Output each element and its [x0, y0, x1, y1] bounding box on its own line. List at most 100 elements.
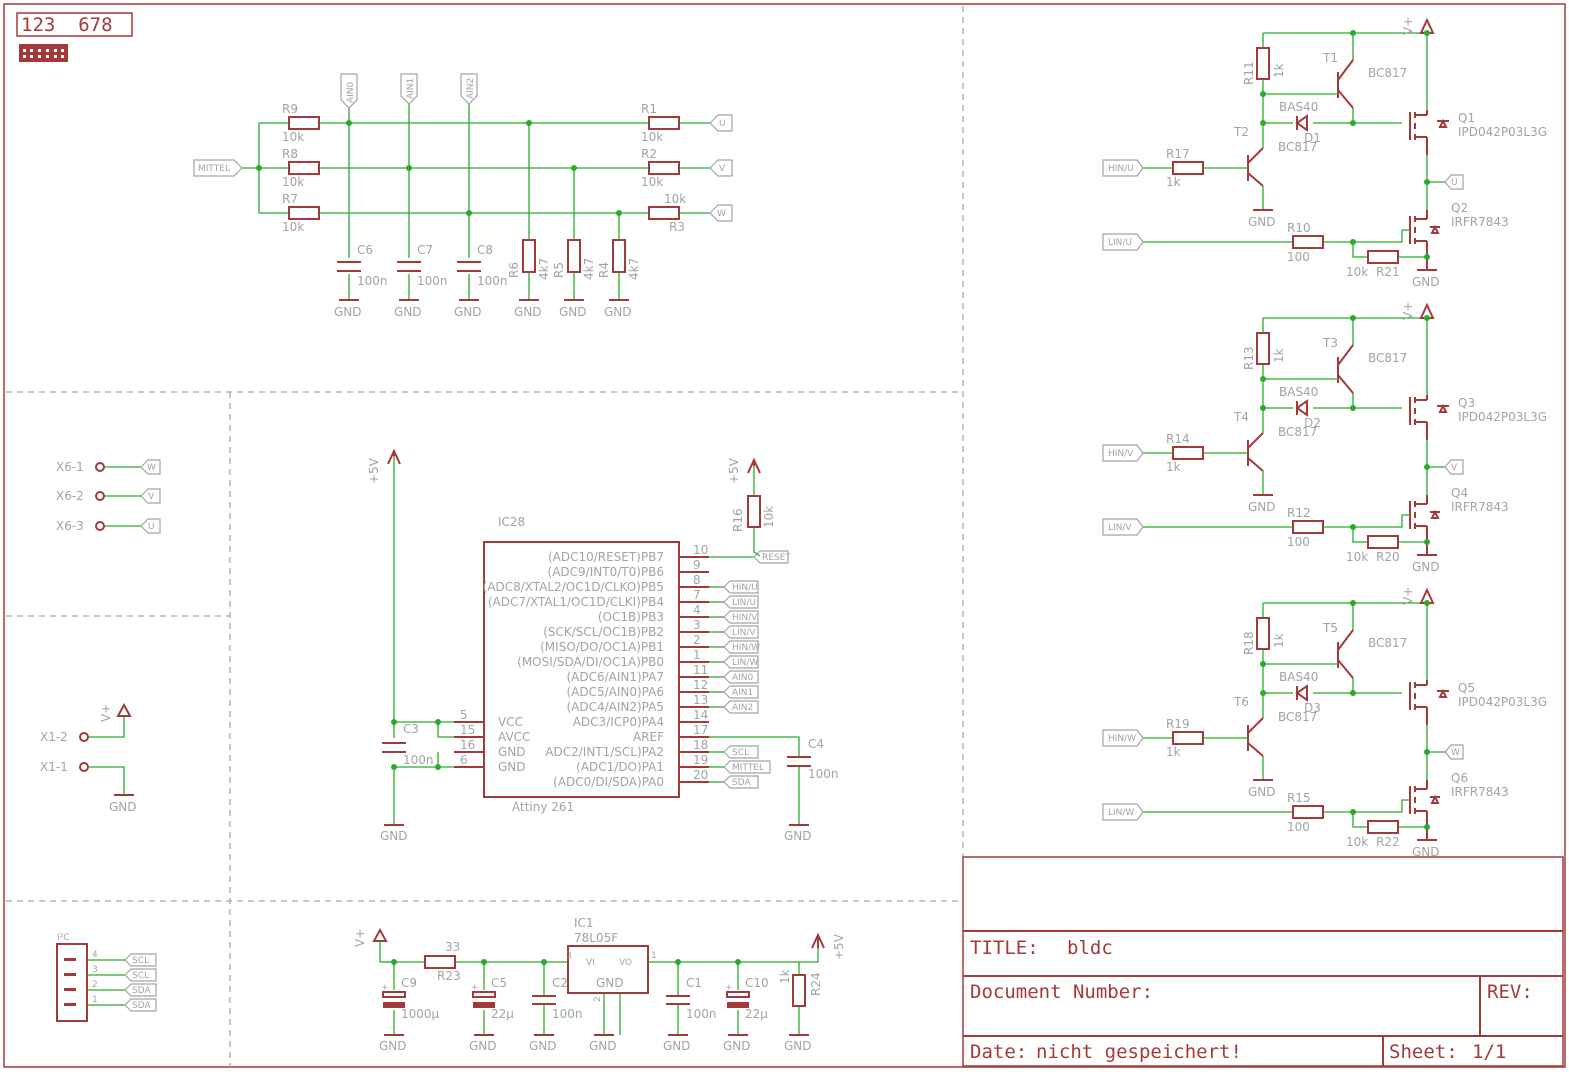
wire: [1233, 408, 1264, 495]
mcu-pin-name: (ADC8/XTAL2/OC1D/CLKO)PB5: [483, 580, 664, 594]
symbol: [1337, 629, 1354, 679]
svg-text:GND: GND: [380, 829, 408, 843]
svg-text:22µ: 22µ: [745, 1007, 768, 1021]
svg-text:GND: GND: [663, 1039, 691, 1053]
svg-text:4k7: 4k7: [537, 258, 551, 280]
svg-text:SDA: SDA: [132, 1001, 151, 1011]
svg-text:22µ: 22µ: [491, 1007, 514, 1021]
svg-text:2: 2: [92, 980, 98, 990]
label: BC817: [1368, 351, 1407, 365]
net-flag: [723, 700, 759, 714]
svg-text:100n: 100n: [357, 274, 388, 288]
connector-x1: X1-2 X1-1 V+ GND: [40, 702, 137, 814]
svg-text:10k: 10k: [641, 130, 663, 144]
label: R12: [1287, 506, 1311, 520]
label: R19: [1166, 717, 1190, 731]
mcu-pin-number: 16: [460, 738, 475, 752]
symbol: [1437, 688, 1449, 698]
junction: [1424, 464, 1430, 470]
label: T4: [1233, 410, 1249, 424]
svg-text:+: +: [471, 983, 479, 993]
svg-text:W: W: [717, 209, 726, 219]
mcu-pin-name: (OC1B)PB3: [598, 610, 664, 624]
svg-text:C4: C4: [808, 737, 824, 751]
label: V+: [1401, 17, 1415, 35]
svg-text:+5V: +5V: [727, 457, 741, 484]
svg-text:C6: C6: [357, 243, 373, 257]
svg-text:IC1: IC1: [574, 916, 594, 930]
label: D1: [1304, 131, 1321, 145]
net-flag: [723, 685, 759, 699]
label: R21: [1376, 265, 1400, 279]
label: T5: [1322, 621, 1338, 635]
svg-text:C2: C2: [552, 976, 568, 990]
svg-text:GND: GND: [604, 305, 632, 319]
svg-text:SCL: SCL: [132, 956, 149, 966]
net-flag: [1102, 729, 1144, 747]
label: T6: [1233, 695, 1249, 709]
net-flag-label: SCL: [732, 748, 749, 758]
mcu-pin-number: 13: [693, 693, 708, 707]
net-flag-label: LIN/V: [732, 628, 756, 638]
junction: [1260, 91, 1266, 97]
svg-text:R2: R2: [641, 147, 657, 161]
mcu-pin-number: 14: [693, 708, 708, 722]
svg-text:100n: 100n: [552, 1007, 583, 1021]
mcu-pin-number: 2: [693, 633, 701, 647]
svg-text:R9: R9: [282, 102, 298, 116]
label: 1k: [1166, 745, 1181, 759]
label: Q6: [1451, 771, 1468, 785]
label: Q1: [1458, 111, 1475, 125]
label: IRFR7843: [1451, 785, 1509, 799]
symbol: [1292, 520, 1399, 549]
net-flag-label: HIN/U: [732, 583, 758, 593]
symbol: [1337, 59, 1354, 109]
label: GND: [1248, 215, 1276, 229]
net-flag-label: LIN/U: [1108, 238, 1132, 248]
svg-text:GND: GND: [784, 829, 812, 843]
label: IPD042P03L3G: [1458, 410, 1547, 424]
svg-text:V+: V+: [353, 929, 367, 947]
label: R14: [1166, 432, 1190, 446]
svg-text:V: V: [719, 164, 726, 174]
junction: [1260, 376, 1266, 382]
svg-text:AIN1: AIN1: [406, 78, 416, 99]
svg-text:GND: GND: [723, 1039, 751, 1053]
wire: [1143, 229, 1427, 258]
svg-text:C5: C5: [491, 976, 507, 990]
label: BC817: [1368, 636, 1407, 650]
mcu-pin-name: (MISO/DO/OC1A)PB1: [540, 640, 664, 654]
junction: [1260, 405, 1266, 411]
label: R10: [1287, 221, 1311, 235]
title-value: bldc: [1067, 937, 1113, 959]
net-flag: [723, 595, 759, 609]
label: 100: [1287, 535, 1310, 549]
mcu-pin-name: ADC3/ICP0)PA4: [573, 715, 664, 729]
net-flag-label: LIN/W: [732, 658, 758, 668]
mcu-pin-number: 6: [460, 753, 468, 767]
date-label: Date:: [970, 1041, 1027, 1063]
svg-text:W: W: [147, 463, 156, 473]
connector-i2c: I²C 4 3 2 1 SCL SCL SDA SDA: [56, 933, 157, 1022]
mcu-pin-name: (ADC0/DI/SDA)PA0: [553, 775, 664, 789]
net-flag-label: HIN/W: [1108, 734, 1136, 744]
mcu-pin-number: 17: [693, 723, 708, 737]
svg-text:C8: C8: [477, 243, 493, 257]
mcu-pin-name: VCC: [498, 715, 523, 729]
junction: [1350, 690, 1356, 696]
mcu-pin-name: (ADC10/RESET)PB7: [548, 550, 664, 564]
label: Q4: [1451, 486, 1468, 500]
label: IRFR7843: [1451, 215, 1509, 229]
label: V+: [1401, 587, 1415, 605]
net-flag: [1102, 518, 1144, 536]
net-flag-label: V: [1451, 463, 1458, 473]
net-flag: [1444, 459, 1464, 475]
symbol: [1430, 509, 1440, 519]
svg-text:3: 3: [92, 965, 98, 975]
svg-text:V: V: [148, 492, 155, 502]
junction: [1350, 315, 1356, 321]
svg-text:1000µ: 1000µ: [401, 1007, 440, 1021]
